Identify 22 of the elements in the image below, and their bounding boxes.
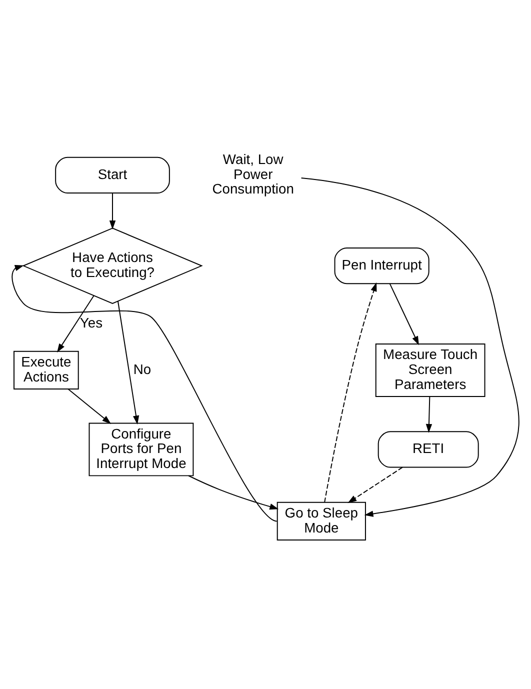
arrow	[57, 295, 94, 353]
arrow	[324, 282, 377, 503]
arrow	[12, 264, 278, 522]
node-diamond: Have Actions to Executing?	[22, 228, 203, 304]
node-box: RETI	[378, 431, 479, 468]
node-box: Pen Interrupt	[334, 247, 430, 284]
arrow	[68, 388, 112, 424]
arrow	[118, 300, 140, 425]
node-text: Wait, Low Power Consumption	[212, 151, 294, 197]
arrow	[300, 178, 520, 517]
arrow	[426, 396, 432, 433]
node-box: Configure Ports for Pen Interrupt Mode	[88, 422, 194, 476]
node-box: Go to Sleep Mode	[276, 502, 366, 541]
arrow	[188, 475, 279, 510]
arrow	[348, 466, 403, 504]
edge-label: No	[133, 360, 152, 377]
node-box: Start	[55, 156, 170, 194]
node-box: Execute Actions	[14, 350, 79, 390]
arrow	[389, 283, 419, 346]
node-box: Measure Touch Screen Parameters	[375, 344, 486, 397]
arrow	[109, 192, 116, 230]
edge-label: Yes	[80, 314, 103, 330]
